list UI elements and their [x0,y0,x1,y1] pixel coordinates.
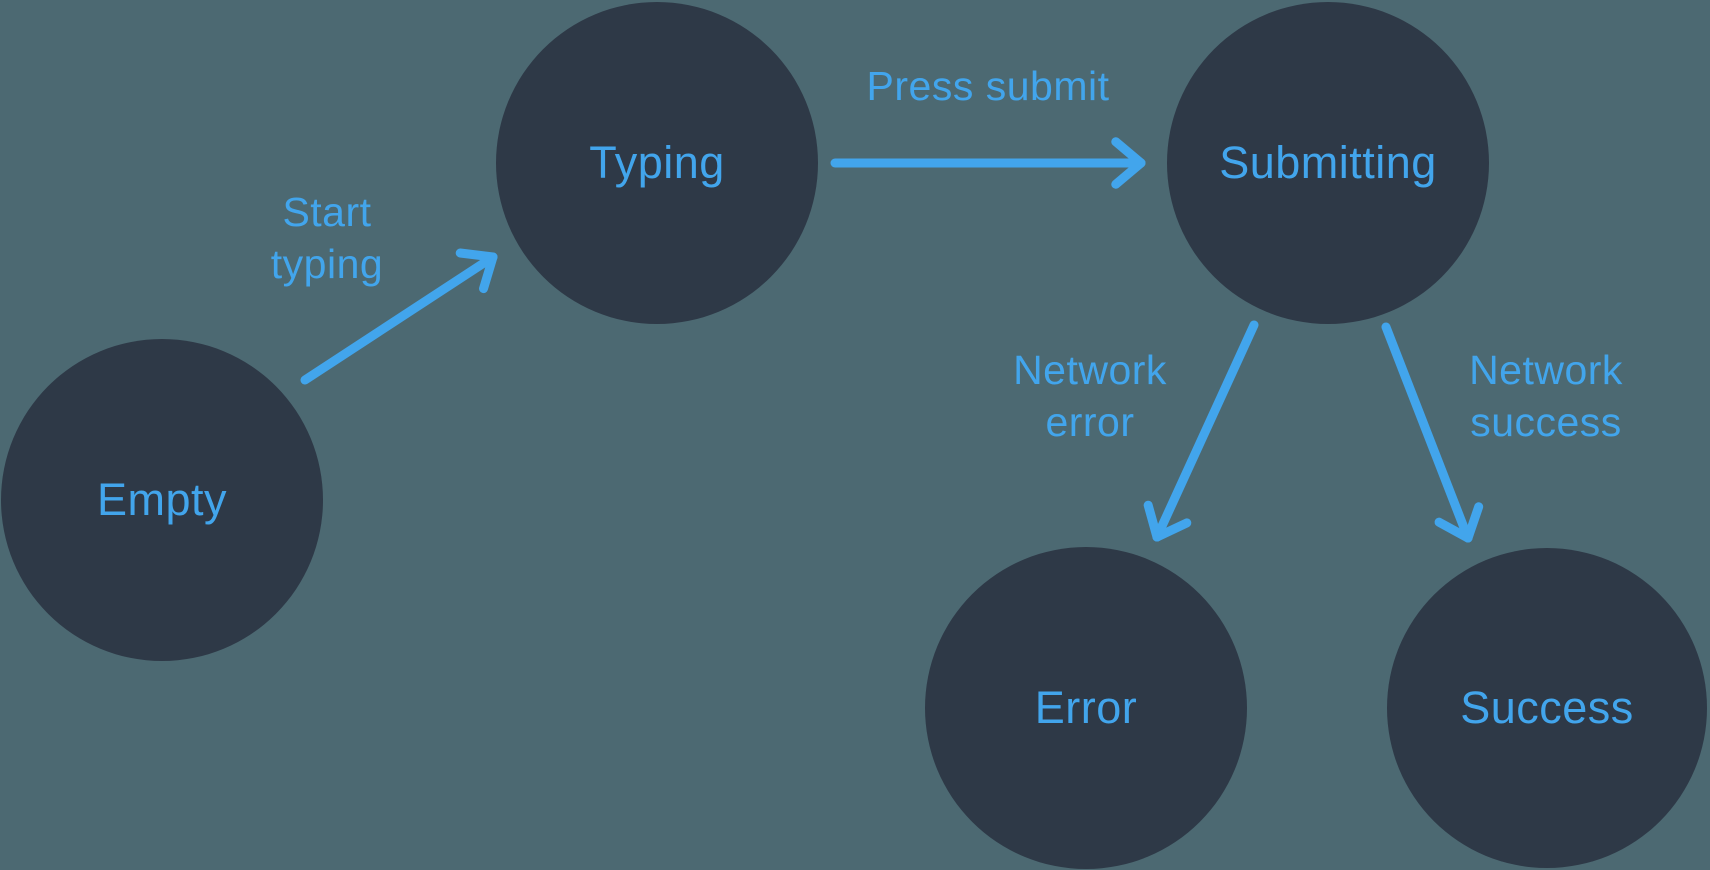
state-node-error: Error [925,547,1247,869]
state-node-empty-label: Empty [96,474,228,525]
state-node-submitting: Submitting [1167,2,1489,324]
state-node-success-label: Success [1460,682,1634,733]
edge-label-press-submit: Press submit [866,63,1110,109]
edge-label-start-typing: Start typing [270,189,384,287]
edge-label-network-error: Network error [1013,347,1167,445]
state-node-success: Success [1387,548,1707,868]
state-node-error-label: Error [1034,682,1138,733]
state-node-empty: Empty [1,339,323,661]
state-node-submitting-label: Submitting [1219,137,1437,188]
edge-label-network-success: Network success [1469,347,1623,445]
state-node-typing: Typing [496,2,818,324]
state-node-typing-label: Typing [589,137,725,188]
